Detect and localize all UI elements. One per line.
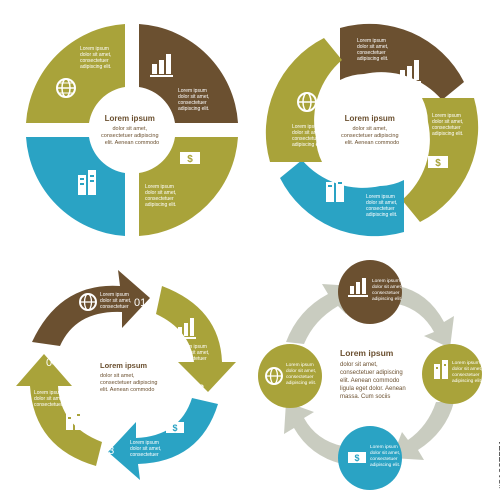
buildings-icon (66, 410, 82, 430)
globe-icon (56, 78, 76, 98)
swirl-text-left: Lorem ipsum dolor sit amet, consectetuer… (292, 124, 325, 148)
grey-arrow-bottom-right (392, 402, 454, 460)
circle-cycle-svg: $ Lorem ipsum dolor sit amet, consectetu… (258, 260, 483, 490)
globe-icon (265, 367, 283, 385)
svg-text:$: $ (354, 453, 359, 463)
segment-bottom-right (139, 137, 238, 236)
bar-chart-icon (348, 278, 368, 297)
swirl-text-right: Lorem ipsum dolor sit amet, consectetuer… (432, 113, 465, 137)
circle-left (258, 344, 322, 408)
bar-chart-icon (398, 60, 421, 83)
panel-ring-swirl: $ Lorem ipsum dolor sit amet, consectetu… (262, 20, 482, 240)
panel-circle-cycle: $ Lorem ipsum dolor sit amet, consectetu… (258, 252, 484, 497)
arrow-03 (108, 398, 218, 480)
globe-icon (79, 293, 97, 311)
circle-text-left: Lorem ipsum dolor sit amet, consectetuer… (286, 362, 317, 386)
panel-ring-segmented: $ Lorem ipsum dolor sit amet, consectetu… (22, 20, 242, 240)
circle-text-top: Lorem ipsum dolor sit amet, consectetuer… (372, 278, 403, 302)
money-icon: $ (428, 156, 448, 169)
svg-text:$: $ (187, 154, 193, 165)
grey-arrow-bottom-left (284, 402, 342, 464)
center-text: Lorem ipsum dolor sit amet, consectetuer… (101, 108, 163, 146)
globe-icon (297, 92, 317, 112)
segment-top-left (26, 24, 125, 123)
svg-text:$: $ (435, 158, 441, 169)
segment-top-right (139, 24, 238, 123)
step-number-04: 04 (46, 357, 58, 369)
arrow-text-04: Lorem ipsum dolor sit amet, consectetuer (34, 390, 67, 408)
circle-text-bottom: Lorem ipsum dolor sit amet, consectetuer… (370, 444, 401, 468)
stock-id-bar: #81627571 (484, 0, 500, 500)
buildings-icon (78, 170, 96, 195)
segment-text-top-left: Lorem ipsum dolor sit amet, consectetuer… (80, 46, 113, 70)
center-text: Lorem ipsum dolor sit amet, consectetuer… (340, 343, 410, 400)
center-text: Lorem ipsum dolor sit amet, consectetuer… (100, 355, 162, 393)
grey-arrow-top-right (398, 286, 454, 348)
segment-swirl-left (265, 38, 342, 162)
swirl-text-top: Lorem ipsum dolor sit amet, consectetuer… (357, 38, 390, 62)
arrow-text-03: Lorem ipsum dolor sit amet, consectetuer (130, 440, 163, 458)
money-icon: $ (180, 152, 200, 165)
circle-top (338, 260, 402, 324)
swirl-text-bottom: Lorem ipsum dolor sit amet, consectetuer… (366, 194, 399, 218)
arrow-text-01: Lorem ipsum dolor sit amet, consectetuer (100, 292, 133, 310)
arrow-04 (16, 354, 102, 466)
grey-arrow-top-left (286, 284, 354, 344)
step-number-03: 03 (102, 445, 114, 457)
buildings-icon (434, 360, 448, 379)
ring-segmented-svg: $ Lorem ipsum dolor sit amet, consectetu… (26, 24, 238, 236)
segment-bottom-left (26, 137, 125, 236)
circle-text-right: Lorem ipsum dolor sit amet, consectetuer… (452, 360, 483, 384)
circle-bottom (338, 426, 402, 490)
circle-right (422, 344, 482, 404)
ring-swirl-svg: $ Lorem ipsum dolor sit amet, consectetu… (265, 23, 479, 237)
money-icon: $ (166, 422, 184, 433)
segment-swirl-top (340, 23, 464, 100)
segment-text-top-right: Lorem ipsum dolor sit amet, consectetuer… (178, 88, 211, 112)
bar-chart-icon (176, 318, 196, 339)
step-number-01: 01 (134, 297, 146, 309)
bar-chart-icon (150, 54, 173, 77)
arrow-text-02: Lorem ipsum dolor sit amet, consectetuer (178, 344, 211, 362)
center-text: Lorem ipsum dolor sit amet, consectetuer… (341, 108, 403, 146)
step-number-02: 02 (192, 383, 204, 395)
money-icon: $ (348, 452, 366, 463)
panel-arrow-cycle: 01 02 03 04 $ Lorem ipsum dolor (10, 262, 250, 492)
arrow-cycle-svg: 01 02 03 04 $ Lorem ipsum dolor (16, 270, 236, 480)
segment-text-bottom-right: Lorem ipsum dolor sit amet, consectetuer… (145, 184, 178, 208)
svg-text:$: $ (172, 423, 177, 433)
buildings-icon (326, 177, 344, 202)
